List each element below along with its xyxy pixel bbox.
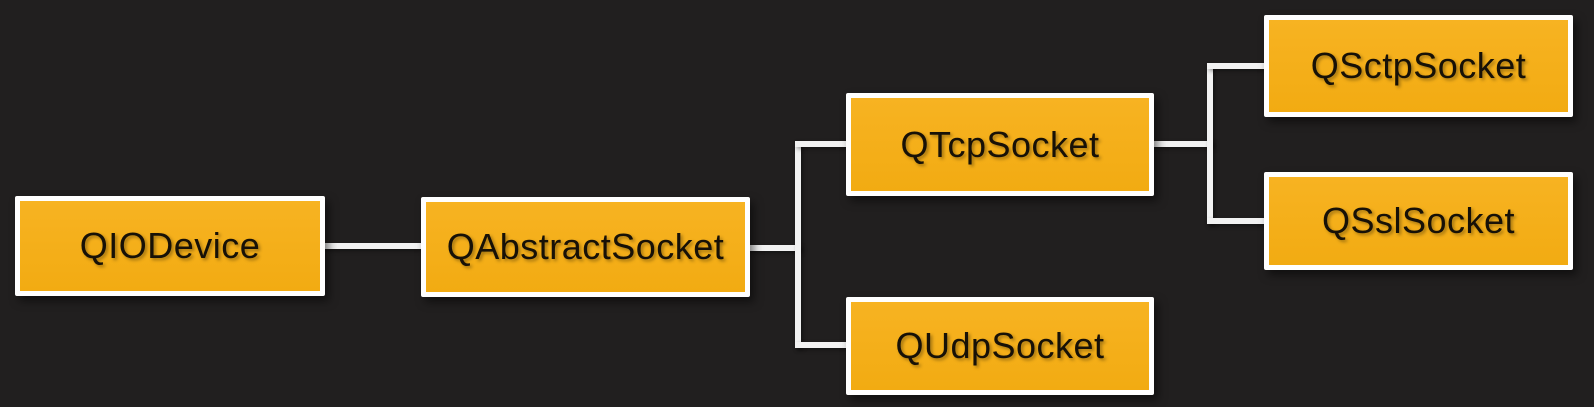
connector-branch-vertical-1: [795, 141, 801, 348]
connector-branch-qsctpsocket: [1207, 63, 1267, 69]
connector-branch-qudpsocket: [795, 342, 849, 348]
connector-qabstractsocket-branch: [747, 245, 801, 251]
node-qiodevice: QIODevice: [15, 196, 325, 296]
connector-qiodevice-qabstractsocket: [322, 243, 424, 249]
node-qudpsocket: QUdpSocket: [846, 297, 1154, 395]
node-qsslsocket: QSslSocket: [1264, 172, 1573, 270]
connector-branch-qtcpsocket: [795, 141, 849, 147]
connector-branch-qsslsocket: [1207, 218, 1267, 224]
node-qabstractsocket: QAbstractSocket: [421, 197, 750, 297]
connector-branch-vertical-2: [1207, 63, 1213, 224]
connector-qtcpsocket-branch: [1151, 141, 1213, 147]
node-qtcpsocket: QTcpSocket: [846, 93, 1154, 196]
node-qsctpsocket: QSctpSocket: [1264, 15, 1573, 117]
